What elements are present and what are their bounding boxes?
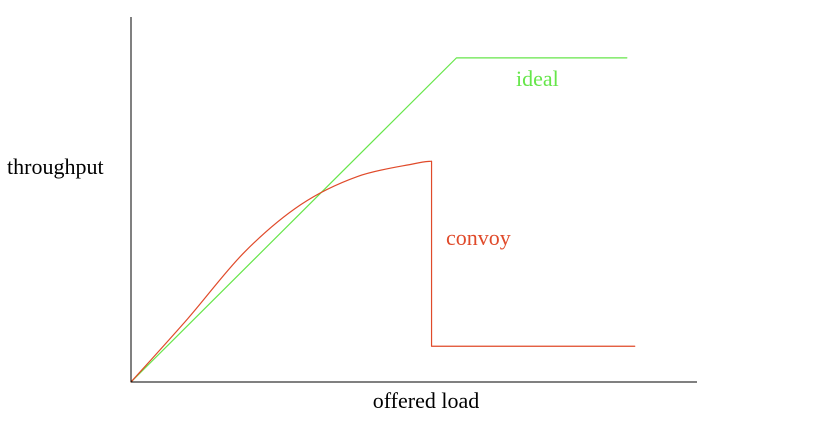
y-axis-label: throughput [7, 154, 104, 179]
series-line-convoy [130, 160, 636, 383]
series-line-ideal [130, 57, 628, 383]
plot-area [130, 57, 636, 383]
series-label-convoy: convoy [446, 225, 511, 250]
x-axis-label: offered load [373, 388, 480, 413]
series-label-ideal: ideal [516, 66, 559, 91]
